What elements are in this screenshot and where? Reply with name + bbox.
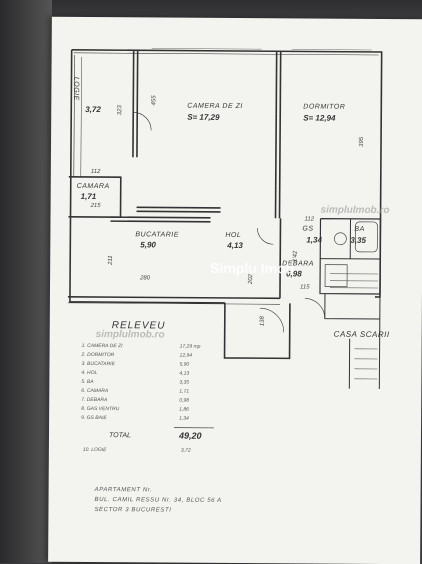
room-ba-name: BA	[354, 226, 364, 233]
address-line-2: BUL. CAMIL RESSU Nr. 34, BLOC 56 A	[95, 497, 222, 504]
legend-row-value: 12,94	[180, 353, 193, 359]
floor-plan-sheet: LOGIE 3,72 CAMERA DE ZI S= 17,29 DORMITO…	[48, 17, 422, 564]
room-hol-name: HOL	[225, 232, 241, 239]
total-value: 49,20	[179, 431, 202, 441]
room-camera-zi-name: CAMERA DE ZI	[187, 103, 243, 110]
room-dormitor-area: S= 12,94	[303, 113, 335, 122]
room-dormitor-name: DORMITOR	[303, 103, 345, 110]
watermark-logo: simplulmob.ro	[321, 205, 390, 216]
legend-row-value: 0,98	[179, 398, 189, 404]
room-camara-name: CAMARA	[77, 183, 110, 190]
legend-row-value: 4,13	[179, 371, 189, 377]
room-hol-area: 4,13	[227, 241, 243, 250]
room-camera-zi-area: S= 17,29	[187, 113, 219, 122]
room-casa-scarii-name: CASA SCARII	[334, 330, 390, 339]
room-bucatarie-name: BUCATARIE	[135, 231, 179, 238]
legend-row-label: 4. HOL	[81, 370, 97, 376]
room-gs-area: 1,34	[306, 235, 322, 244]
dimension-label: 280	[140, 275, 150, 281]
address-line-3: SECTOR 3 BUCURESTI	[94, 507, 171, 514]
legend-row-label: 2. DORMITOR	[82, 352, 115, 358]
dimension-label: 112	[304, 216, 314, 222]
address-line-1: APARTAMENT Nr.	[95, 487, 153, 493]
legend-row-label: 1. CAMERA DE ZI	[82, 343, 123, 349]
legend-row-value: 17,29 mp	[180, 344, 201, 350]
room-ba-area: 3,35	[350, 236, 366, 245]
total-label: TOTAL	[109, 432, 131, 439]
legend-row-value: 1,71	[179, 389, 189, 395]
legend-row-value: 1,34	[179, 416, 189, 422]
legend-row-label: 7. DEBARA	[81, 397, 107, 403]
room-logie-area: 3,72	[85, 105, 101, 114]
legend-row-label: 5. BA	[81, 379, 93, 385]
dimension-label: 455	[151, 95, 157, 105]
dimension-label: 138	[260, 316, 266, 326]
legend-row-value: 5,90	[179, 362, 189, 368]
logie-legend-value: 3,72	[181, 448, 191, 454]
legend-row-label: 6. CAMARA	[81, 388, 108, 394]
logie-legend-label: 10. LOGIE	[83, 447, 107, 453]
legend-row-label: 9. GS BAIE	[81, 415, 107, 421]
legend-row-value: 1,86	[179, 407, 189, 413]
dimension-label: 115	[300, 284, 310, 290]
watermark-logo: Simplu Imob	[210, 260, 294, 277]
floor-plan-drawing	[48, 17, 422, 564]
dimension-label: 395	[359, 137, 365, 147]
legend-row-value: 3,35	[179, 380, 189, 386]
room-gs-name: GS	[302, 225, 313, 232]
room-camara-area: 1,71	[81, 192, 97, 201]
legend-title: RELEVEU	[112, 320, 166, 331]
total-underline	[174, 426, 214, 430]
room-bucatarie-area: 5,90	[140, 240, 156, 249]
legend-row-label: 8. GAS VENTRU	[81, 406, 119, 412]
background-left	[0, 0, 52, 563]
dimension-label: 215	[91, 203, 101, 209]
dimension-label: 323	[117, 105, 123, 115]
legend-row-label: 3. BUCATARIE	[81, 361, 114, 367]
room-logie-name: LOGIE	[72, 77, 79, 101]
dimension-label: 211	[108, 255, 114, 265]
dimension-label: 112	[91, 169, 101, 175]
